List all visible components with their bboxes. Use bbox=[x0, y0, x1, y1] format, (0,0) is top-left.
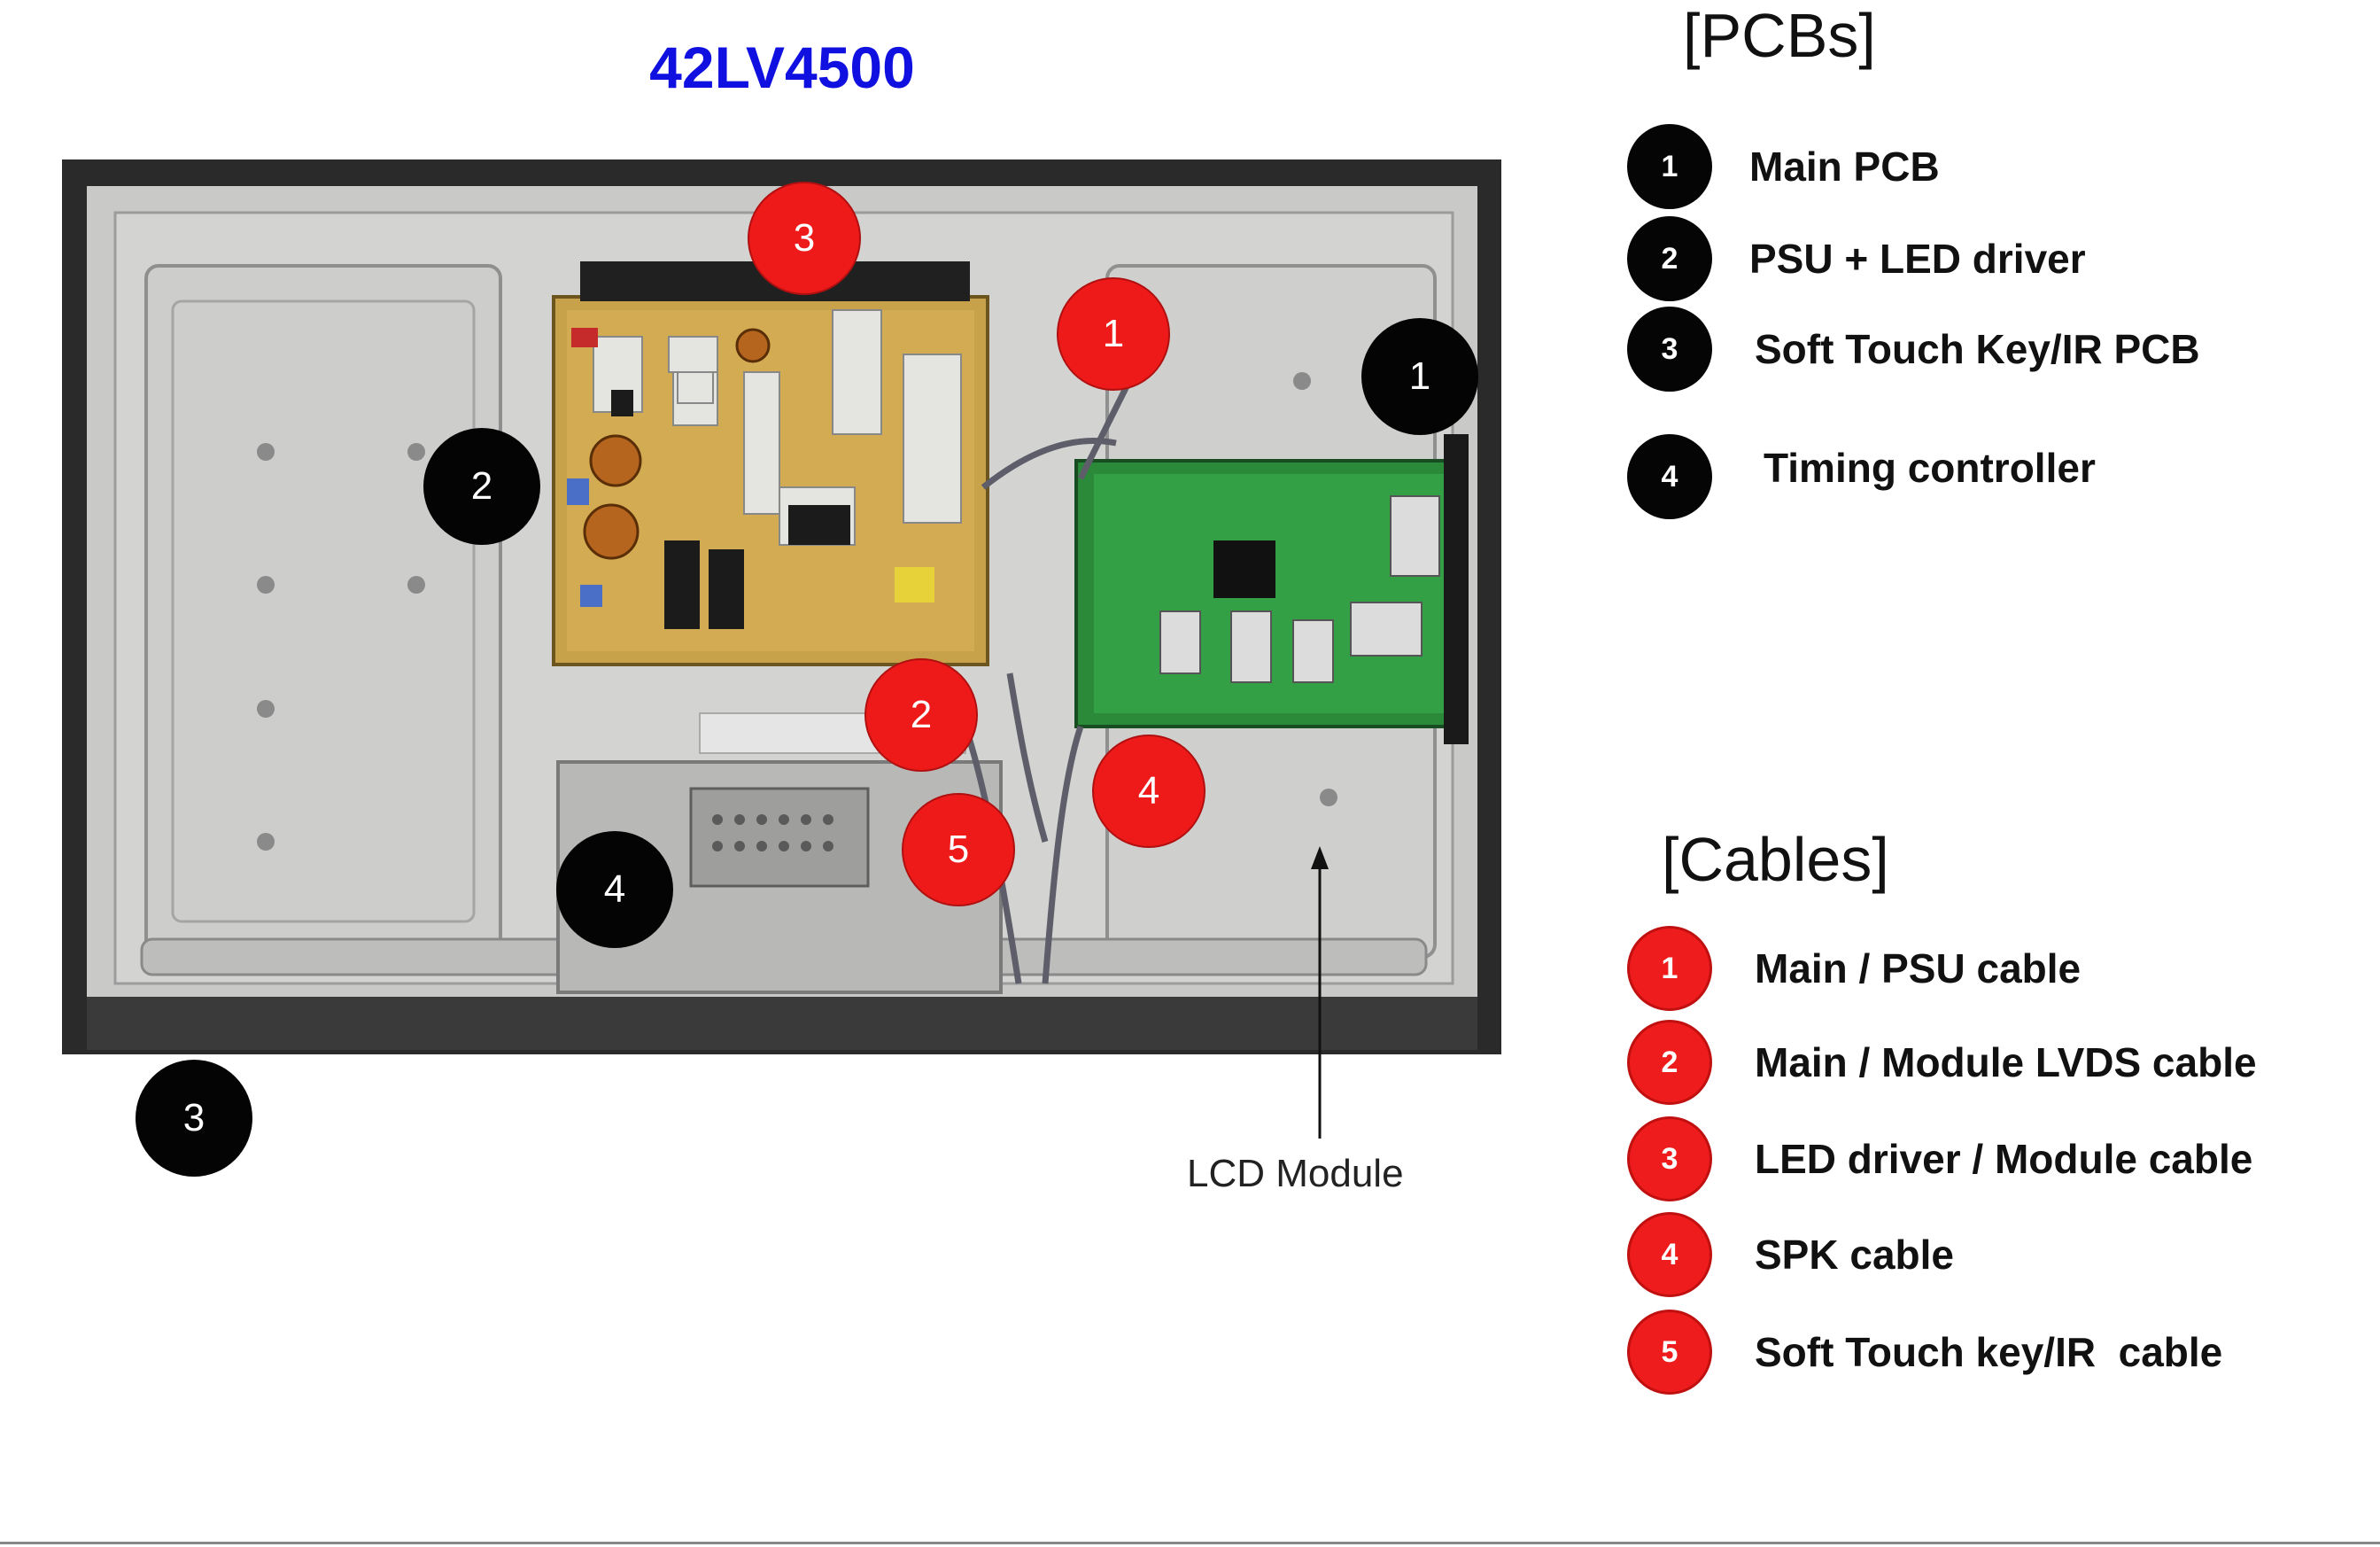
lcd-pointer-arrow bbox=[1311, 846, 1329, 1139]
cable-marker-2: 2 bbox=[864, 658, 978, 772]
tv-back-photo bbox=[62, 159, 1501, 1054]
cable-legend-dot: 5 bbox=[1627, 1310, 1712, 1395]
pcb-legend-item: 3 Soft Touch Key/IR PCB bbox=[1627, 307, 2200, 392]
cable-legend-dot: 3 bbox=[1627, 1116, 1712, 1201]
pcb-marker-2: 2 bbox=[423, 428, 540, 545]
cable-legend-dot: 1 bbox=[1627, 926, 1712, 1011]
cable-legend-dot: 4 bbox=[1627, 1212, 1712, 1297]
pcb-marker-1: 1 bbox=[1361, 318, 1478, 435]
pcb-legend-item: 2 PSU + LED driver bbox=[1627, 216, 2086, 301]
cable-marker-3: 3 bbox=[748, 182, 861, 295]
pcb-legend-label: Soft Touch Key/IR PCB bbox=[1755, 326, 2200, 372]
cable-legend-item: 4 SPK cable bbox=[1627, 1212, 1954, 1297]
cables-heading: [Cables] bbox=[1662, 825, 1889, 894]
cable-legend-item: 1 Main / PSU cable bbox=[1627, 926, 2081, 1011]
cable-legend-item: 5 Soft Touch key/IR cable bbox=[1627, 1310, 2222, 1395]
pcb-legend-dot: 3 bbox=[1627, 307, 1712, 392]
pcb-legend-label: Timing controller bbox=[1764, 445, 2096, 491]
pcb-legend-dot: 1 bbox=[1627, 124, 1712, 209]
cable-marker-5: 5 bbox=[902, 793, 1015, 906]
pcb-marker-3: 3 bbox=[136, 1060, 252, 1177]
pcb-legend-dot: 2 bbox=[1627, 216, 1712, 301]
cable-legend-label: Main / Module LVDS cable bbox=[1755, 1039, 2257, 1085]
pcbs-heading: [PCBs] bbox=[1683, 1, 1876, 70]
cable-legend-label: Soft Touch key/IR cable bbox=[1755, 1329, 2223, 1375]
lcd-module-label: LCD Module bbox=[1187, 1152, 1404, 1195]
cable-legend-item: 2 Main / Module LVDS cable bbox=[1627, 1020, 2257, 1105]
pcb-legend-label: Main PCB bbox=[1749, 144, 1940, 190]
cable-legend-label: LED driver / Module cable bbox=[1755, 1136, 2253, 1182]
pcb-legend-item: 1 Main PCB bbox=[1627, 124, 1940, 209]
bottom-divider bbox=[0, 1542, 2380, 1544]
cable-marker-1: 1 bbox=[1057, 277, 1170, 391]
diagram-title: 42LV4500 bbox=[649, 35, 915, 100]
pcb-legend-item: 4 Timing controller bbox=[1627, 434, 2096, 519]
cable-marker-4: 4 bbox=[1092, 735, 1206, 848]
pcb-legend-dot: 4 bbox=[1627, 434, 1712, 519]
cable-legend-label: Main / PSU cable bbox=[1755, 945, 2082, 991]
tv-bottom-strip bbox=[87, 997, 1477, 1050]
pcb-marker-4: 4 bbox=[556, 831, 673, 948]
cable-legend-dot: 2 bbox=[1627, 1020, 1712, 1105]
cable-legend-item: 3 LED driver / Module cable bbox=[1627, 1116, 2252, 1201]
pcb-legend-label: PSU + LED driver bbox=[1749, 236, 2086, 282]
cable-legend-label: SPK cable bbox=[1755, 1232, 1954, 1278]
